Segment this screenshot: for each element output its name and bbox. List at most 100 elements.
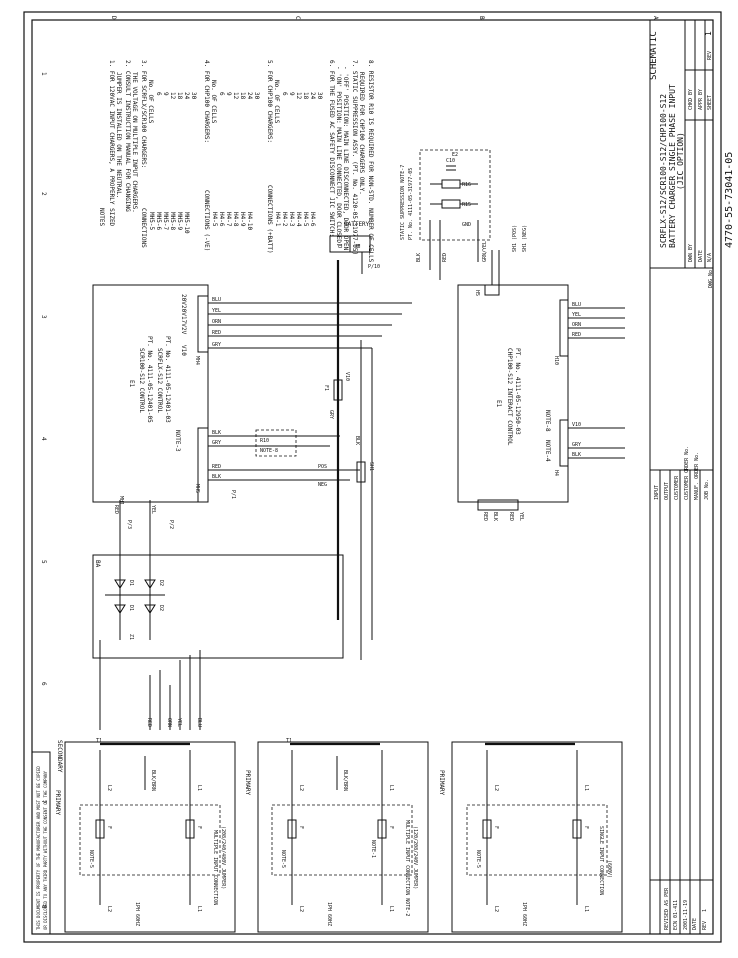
ba-label: BA: [94, 560, 101, 568]
t5-cell-4: 24: [309, 92, 316, 100]
ts2-l1: L1: [388, 785, 394, 791]
ts1-note: NOTE-5: [88, 850, 94, 868]
revision-ecn: ECN 01-411: [673, 900, 679, 930]
revision-rev: 1: [702, 909, 708, 912]
ts1-fuse-right: F: [196, 826, 202, 829]
t5-conn-0: H4-1: [274, 212, 281, 227]
chp-control-pn: PT. No. 4111-05-12950-03: [514, 348, 521, 435]
chp-wire-v10: V10: [572, 422, 581, 428]
battery-plus: ⊞: [356, 242, 361, 250]
ts3-hz: 1PH 60HZ: [521, 902, 527, 926]
grid-row-2: 2: [40, 192, 47, 196]
note-8: 8. RESISTOR R10 IS REQUIRED FOR NON-STD.…: [367, 60, 374, 263]
t5-cell-2: 12: [295, 92, 302, 100]
t3-cell-0: 6: [155, 92, 162, 96]
note-6a: 6. FOR THE FUSED AC SAFETY DISCONNECT JI…: [328, 60, 335, 237]
date-label: DATE: [698, 250, 704, 262]
t5-conn-3: H4-4: [295, 212, 302, 227]
note-5-conn-heading: CONNECTIONS (+BATT): [266, 185, 273, 254]
grid-row-1: 1: [40, 72, 47, 76]
note-1b: JUMPER IS INSTALLED ON THE NEUTRAL.: [115, 72, 122, 198]
chp-wire-gry: GRY: [572, 442, 581, 448]
t3-cell-2: 12: [169, 92, 176, 100]
t3-conn-0: MH5-5: [148, 212, 155, 230]
chp-wire-yel: YEL: [572, 312, 581, 318]
mh5-label: MH5: [194, 484, 200, 493]
bridge-red: RED: [113, 505, 119, 514]
t3-cell-1: 9: [162, 92, 169, 96]
note-7b: REQUIRED FOR CHP100 CHARGERS ONLY.: [358, 72, 365, 195]
wire-red-2: RED: [212, 464, 221, 470]
ts1-fuse-left: F: [106, 826, 112, 829]
drawing-subtitle-3: (JIC OPTION): [676, 132, 685, 190]
chp-h1-blk: BLK: [492, 512, 498, 521]
ts2-caption-2: (120/208/240V JUMPER): [412, 826, 418, 889]
chkd-by-label: CHKD BY: [688, 89, 694, 110]
chp-wire-red: RED: [572, 332, 581, 338]
wire-blk-2: BLK: [212, 474, 221, 480]
h4-label: H4: [553, 470, 559, 476]
mh1-label: MH1: [118, 496, 124, 505]
grid-row-8: 8: [40, 905, 47, 909]
note-4: 4. FOR CHP100 CHARGERS:: [203, 60, 210, 143]
rectifier-bridge: BA D1 D1 D2 D2 Z1 P/3 P/2 P/1 RED YEL: [92, 490, 344, 659]
battery-label: BATTERY: [344, 221, 370, 228]
ts1-l2: L2: [106, 785, 112, 791]
t5-cell-0: 6: [281, 92, 288, 96]
wire-blu-1: BLU: [212, 297, 221, 303]
ts3-caption-1: SINGLE INPUT CONNECTION: [598, 826, 604, 895]
scr-control-pn: PT. No. 4111-05-12401-05: [146, 336, 153, 423]
scr-control-board: E1 SCR100-S12 CONTROL PT. No. 4111-05-12…: [92, 284, 209, 505]
sh1-label: SH1: [368, 462, 374, 471]
secondary-wiring: RED ORN YEL BLU SECONDARY: [56, 640, 202, 773]
note-3: 3. FOR SCRFLX/SCR100 CHARGERS:: [140, 60, 147, 168]
t4-conn-3: H4-8: [232, 212, 239, 227]
t5-conn-4: H4-5: [302, 212, 309, 227]
r10-label: R10: [260, 438, 269, 444]
ts2-primary: PRIMARY: [244, 770, 251, 796]
notes-section: NOTES 1. FOR 120VAC INPUT CHARGERS, A PR…: [98, 60, 374, 263]
t3-conn-4: MH5-9: [176, 212, 183, 230]
sec-orn: ORN: [166, 718, 172, 727]
z1-label: Z1: [128, 634, 134, 640]
notes-heading: NOTES: [98, 208, 105, 226]
battery-minus: ⊟: [338, 242, 342, 250]
ts2-l2-bottom: L2: [298, 906, 304, 912]
chp-control-name: CHP100-S12 INTERACT CONTROL: [506, 348, 513, 446]
d1-label: D1: [128, 580, 134, 586]
scrflx-control-name: SCRFLX-S12 CONTROL: [156, 348, 163, 413]
note-6c: - 'OFF' POSITION: MAIN LINE DISCONNECTED…: [342, 66, 349, 254]
t4-cell-0: 6: [218, 92, 225, 96]
chp-h1-yel: YEL: [518, 512, 524, 521]
p2-label: P/2: [168, 520, 174, 529]
h10-label: H10: [553, 356, 559, 365]
field-input: INPUT: [654, 485, 660, 500]
p3-label: P/3: [126, 520, 132, 529]
d1-label-b: D1: [128, 605, 134, 611]
mh4-label: MH4: [194, 356, 200, 365]
static-blk: BLK: [416, 253, 422, 262]
sh1-pos-label: SH1 (POS): [512, 225, 518, 252]
chp-control-board: E1 CHP100-S12 INTERACT CONTROL PT. No. 4…: [457, 225, 625, 521]
dwn-by-label: DWN BY: [688, 244, 694, 262]
drawing-title: SCHEMATIC: [649, 31, 659, 80]
static-suppression: STATIC SUPPRESSION NOTE-7 PT. No. 4111-0…: [400, 149, 491, 280]
chp-note8: NOTE-8: [544, 410, 551, 432]
ts2-note1: NOTE-1: [370, 840, 376, 858]
grid-col-b: B: [478, 16, 485, 20]
ts2-t1: T1: [286, 738, 292, 744]
wire-orn-1: ORN: [212, 319, 221, 325]
note-5-cells-heading: No. OF CELLS: [273, 80, 280, 124]
scr-note3: NOTE-3: [174, 430, 181, 452]
t4-conn-5: H4-10: [246, 212, 253, 230]
wire-pos: POS: [318, 464, 327, 470]
wire-yel-1: YEL: [212, 308, 221, 314]
ts1-caption-2: (208/240/480V JUMPER): [220, 826, 226, 889]
secondary-label: SECONDARY: [56, 740, 63, 773]
grid-row-4: 4: [40, 437, 47, 441]
transformer-section-2: PRIMARY T1 F F L2 L1 BLK/BRN NOTE-5 NOTE…: [244, 738, 429, 933]
note-1a: 1. FOR 120VAC INPUT CHARGERS, A PROPERLY…: [108, 60, 115, 227]
field-job-no: JOB No.: [704, 479, 710, 500]
ts2-caption-1: MULTIPLE INPUT CONNECTION NOTE-2: [404, 820, 410, 916]
